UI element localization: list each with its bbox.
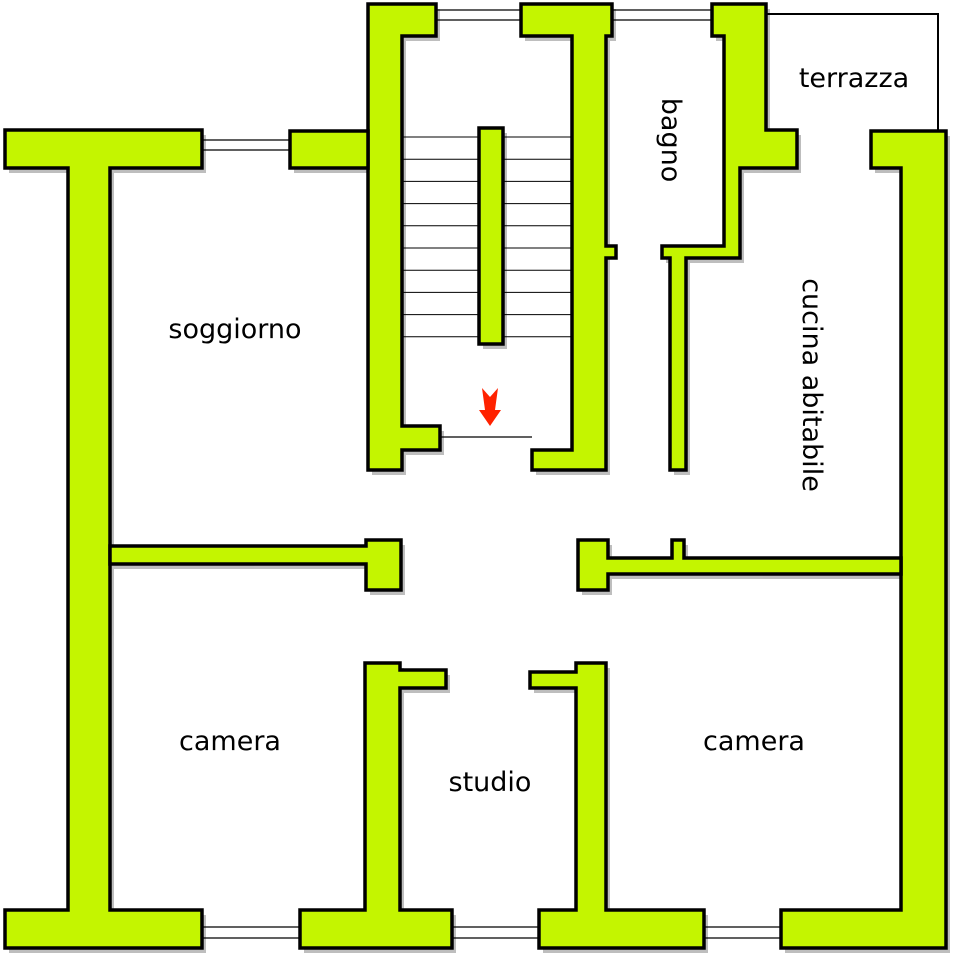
room-label-bedroom-right: camera	[703, 726, 805, 757]
room-label-study: studio	[449, 767, 532, 798]
wall-study-left	[298, 661, 454, 950]
windows	[202, 9, 781, 939]
room-label-bathroom: bagno	[655, 98, 686, 182]
room-label-kitchen: cucina abitabile	[796, 278, 827, 492]
terrace-outline	[766, 13, 939, 131]
wall-stair-left	[366, 2, 442, 472]
wall-stair-right	[519, 2, 618, 472]
wall-right	[779, 129, 948, 950]
room-labels: soggiorno terrazza bagno cucina abitabil…	[168, 63, 909, 798]
wall-kitchen-bottom	[576, 538, 903, 592]
down-arrow-icon	[479, 388, 501, 426]
wall-living-top	[288, 129, 370, 170]
walls	[3, 2, 948, 950]
room-label-living: soggiorno	[168, 314, 301, 345]
wall-bathroom	[660, 2, 799, 472]
wall-living-bottom	[108, 538, 403, 592]
room-label-terrace: terrazza	[799, 63, 909, 94]
stair-core	[477, 126, 505, 346]
wall-study-right	[528, 661, 706, 950]
room-label-bedroom-left: camera	[179, 726, 281, 757]
wall-left	[3, 128, 204, 950]
